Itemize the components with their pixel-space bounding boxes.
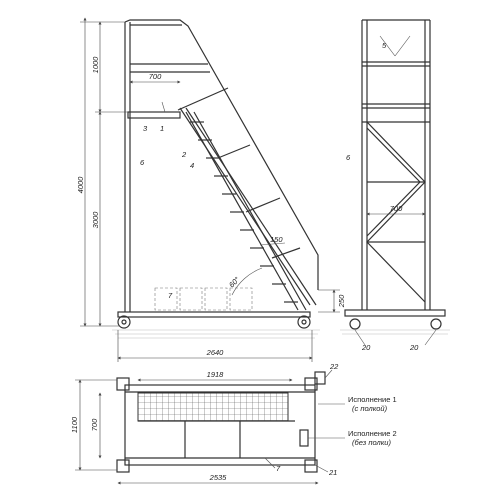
top-callout-22: 22: [329, 362, 339, 371]
top-view: 1918 2535 1100 700 7 21 22 Исполнение 1 …: [70, 362, 397, 485]
height-total-label: 4000: [76, 176, 85, 194]
end-posts: [116, 371, 326, 473]
callout-2: 2: [181, 150, 187, 159]
height-upper-label: 1000: [91, 56, 100, 74]
front-wheel-right-label: 20: [409, 343, 419, 352]
front-view: 5 6 700 20 20: [340, 19, 450, 352]
front-bracing: [366, 121, 426, 303]
front-callout-6: 6: [346, 153, 351, 162]
variant2-title: Исполнение 2: [348, 429, 397, 438]
radius-label: 150: [270, 235, 283, 244]
angle-label: 60°: [227, 275, 241, 289]
top-width-inner-label: 700: [90, 418, 99, 431]
callout-7: 7: [168, 291, 173, 300]
mesh-platform: [137, 392, 289, 422]
guard-rail: [124, 19, 319, 290]
variant2-desc: (без полки): [352, 438, 391, 447]
step-height-label: 250: [337, 294, 346, 308]
callout-4: 4: [190, 161, 194, 170]
angle-arc: [231, 267, 263, 296]
side-view: 4000 1000 3000 700 2640 250 60° 150 1 2 …: [76, 17, 346, 362]
top-callout-21: 21: [328, 468, 337, 477]
height-lower-label: 3000: [91, 211, 100, 229]
variant1-title: Исполнение 1: [348, 395, 397, 404]
front-width-label: 700: [390, 204, 403, 213]
front-wheel-left-label: 20: [361, 343, 371, 352]
front-callout-5: 5: [382, 41, 387, 50]
wheels-side: [117, 315, 311, 329]
ground-hatch: [112, 329, 320, 339]
top-frame: [124, 384, 316, 466]
callout-3: 3: [143, 124, 148, 133]
callout-6: 6: [140, 158, 145, 167]
variant1-desc: (с полкой): [352, 404, 388, 413]
base-beam: [117, 311, 311, 318]
dashed-boxes: [154, 287, 253, 311]
stair-steps: [190, 121, 298, 303]
base-width-label: 2640: [206, 348, 225, 357]
platform-width-label: 700: [149, 72, 162, 81]
platform: [127, 111, 181, 119]
top-width-total-label: 1100: [70, 416, 79, 433]
radius-leader: [259, 242, 286, 246]
callout-1: 1: [160, 124, 164, 133]
wheels-front: [349, 318, 442, 330]
top-callout-7: 7: [276, 464, 281, 473]
top-length-platform-label: 1918: [207, 370, 225, 379]
top-length-total-label: 2535: [209, 473, 228, 482]
